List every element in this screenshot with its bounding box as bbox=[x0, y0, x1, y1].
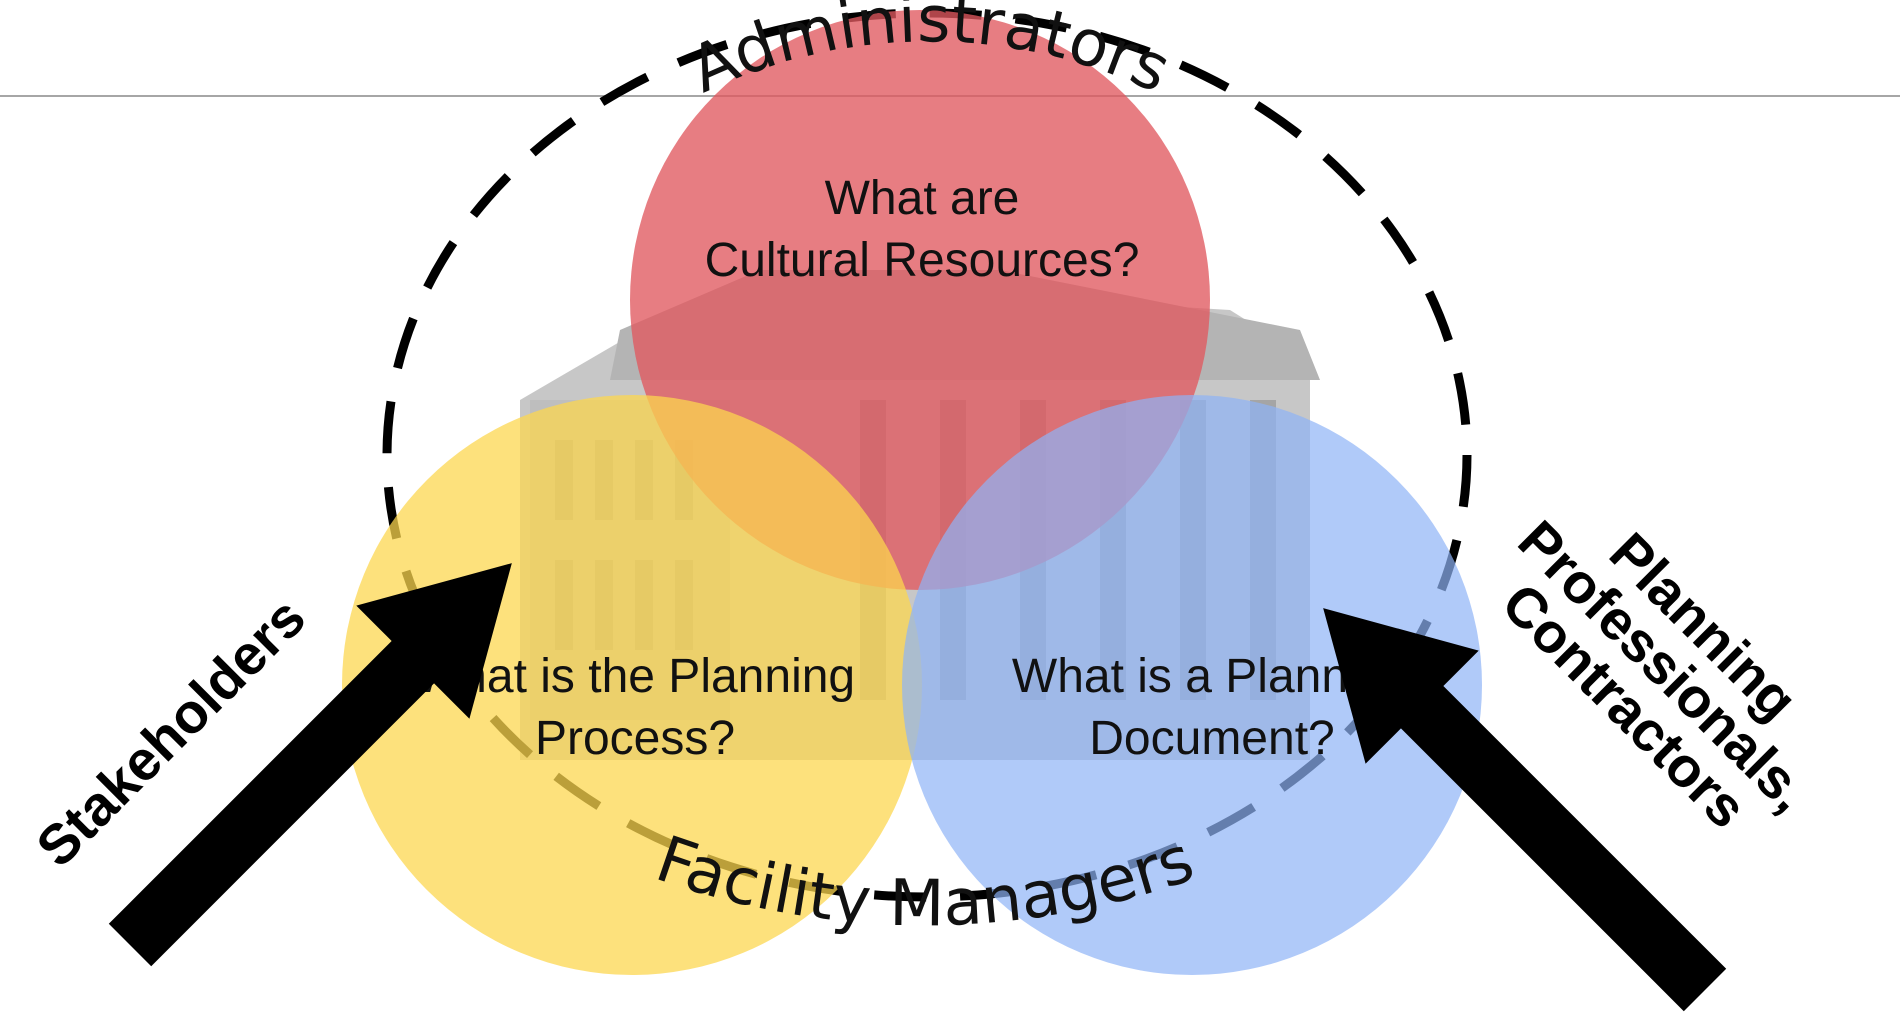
top-circle-line1: What are bbox=[825, 172, 1020, 225]
arrow-up-right-icon bbox=[108, 563, 512, 967]
left-circle-line1: What is the Planning bbox=[415, 650, 855, 703]
right-circle-line2: Document? bbox=[1089, 712, 1334, 765]
left-circle-line2: Process? bbox=[535, 712, 735, 765]
arrow-up-left-icon bbox=[1323, 608, 1727, 1012]
dashed-ring bbox=[382, 8, 1472, 902]
circle-planning-document bbox=[902, 395, 1482, 975]
circle-planning-process bbox=[342, 395, 922, 975]
top-circle-line2: Cultural Resources? bbox=[705, 234, 1140, 287]
